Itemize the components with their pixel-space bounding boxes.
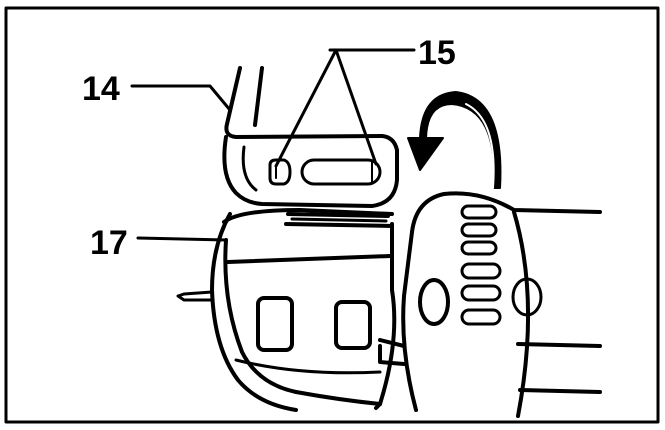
callout-label-15: 15 (418, 34, 456, 72)
callout-label-14: 14 (82, 70, 120, 108)
leader-lines (130, 48, 416, 242)
guard-slot-long (300, 158, 382, 186)
rotation-arrow (407, 91, 502, 189)
vent-slots (460, 204, 502, 326)
grinder-motor-body (378, 191, 602, 418)
guard-slot-small (268, 158, 292, 186)
callout-label-17: 17 (90, 224, 128, 262)
wheel-guard-clip (222, 66, 399, 208)
figure-frame (4, 6, 660, 424)
grinder-housing-guard (176, 208, 397, 412)
